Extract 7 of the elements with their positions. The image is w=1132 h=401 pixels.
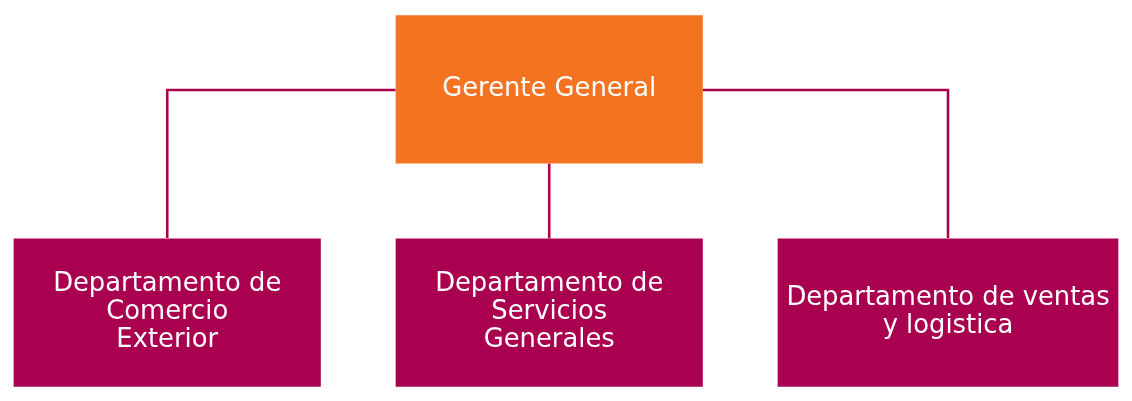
node-box: Departamento de Servicios Generales: [395, 237, 703, 387]
connector: [702, 88, 950, 238]
node-box: Departamento de Comercio Exterior: [13, 237, 321, 387]
node-box: Departamento de ventas y logistica: [777, 237, 1119, 387]
node-box: Gerente General: [395, 14, 703, 164]
connector: [165, 88, 396, 238]
connector: [547, 163, 551, 238]
